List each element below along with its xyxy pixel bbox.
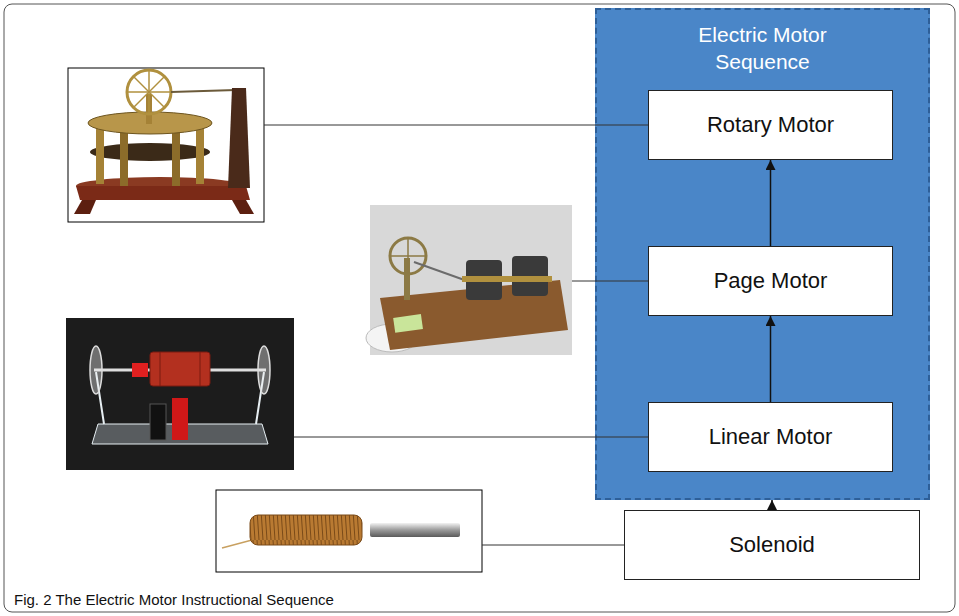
leader-lines bbox=[264, 125, 648, 126]
rotary-motor-photo bbox=[171, 90, 236, 92]
process-box: Linear Motor bbox=[648, 402, 893, 472]
linear-motor-photo bbox=[172, 398, 188, 440]
box-label: Linear Motor bbox=[709, 424, 833, 450]
page-motor-photo bbox=[393, 314, 423, 333]
figure-frame bbox=[4, 4, 955, 612]
rotary-motor-photo bbox=[90, 143, 210, 161]
sequence-group: Electric Motor SequenceRotary MotorPage … bbox=[595, 8, 930, 500]
solenoid-drawing bbox=[222, 540, 252, 548]
box-label: Rotary Motor bbox=[707, 112, 834, 138]
linear-motor-photo bbox=[90, 346, 102, 394]
rotary-motor-photo bbox=[68, 68, 264, 222]
page-motor-photo bbox=[390, 238, 426, 274]
leader-lines bbox=[264, 125, 648, 545]
box-label: Solenoid bbox=[729, 532, 815, 558]
rotary-motor-photo bbox=[133, 76, 165, 108]
solenoid-drawing bbox=[250, 515, 362, 545]
flow-arrow bbox=[770, 316, 772, 402]
rotary-motor-photo bbox=[68, 68, 264, 222]
page-motor-photo bbox=[404, 258, 410, 300]
linear-motor-photo bbox=[150, 404, 166, 440]
leader-lines bbox=[294, 437, 648, 438]
rotary-motor-photo bbox=[172, 128, 180, 186]
rotary-motor-photo bbox=[232, 200, 254, 214]
linear-motor-photo bbox=[132, 363, 148, 377]
rotary-motor-photo bbox=[133, 76, 165, 108]
leader-lines bbox=[482, 545, 624, 546]
figure-frame bbox=[4, 4, 955, 612]
page-motor-photo bbox=[407, 238, 409, 274]
process-box: Solenoid bbox=[624, 510, 920, 580]
figure-caption: Fig. 2 The Electric Motor Instructional … bbox=[14, 591, 334, 608]
flow-arrow bbox=[771, 500, 773, 510]
group-title: Electric Motor Sequence bbox=[658, 22, 868, 76]
rotary-motor-photo bbox=[228, 88, 250, 188]
process-box: Rotary Motor bbox=[648, 90, 893, 160]
page-motor-photo bbox=[462, 276, 552, 282]
linear-motor-photo bbox=[258, 346, 270, 394]
box-label: Page Motor bbox=[714, 268, 828, 294]
page-motor-photo bbox=[414, 262, 470, 282]
process-box: Page Motor bbox=[648, 246, 893, 316]
linear-motor-photo bbox=[200, 352, 201, 386]
linear-motor-photo bbox=[66, 318, 294, 470]
solenoid-drawing bbox=[370, 523, 460, 537]
rotary-motor-photo bbox=[196, 124, 204, 184]
leader-lines bbox=[572, 281, 648, 282]
flow-arrow bbox=[770, 160, 772, 246]
connectors bbox=[771, 160, 773, 510]
rotary-motor-photo bbox=[120, 128, 128, 186]
rotary-motor-photo bbox=[74, 200, 96, 214]
linear-motor-photo bbox=[150, 352, 210, 386]
linear-motor-photo bbox=[160, 352, 161, 386]
page-motor-photo bbox=[366, 205, 572, 355]
solenoid-drawing bbox=[216, 490, 482, 572]
rotary-motor-photo bbox=[96, 124, 104, 184]
linear-motor-photo bbox=[66, 318, 294, 470]
solenoid-drawing bbox=[216, 490, 482, 572]
rotary-motor-photo bbox=[127, 70, 171, 114]
page-motor-photo bbox=[370, 205, 572, 355]
rotary-motor-photo bbox=[76, 186, 250, 200]
